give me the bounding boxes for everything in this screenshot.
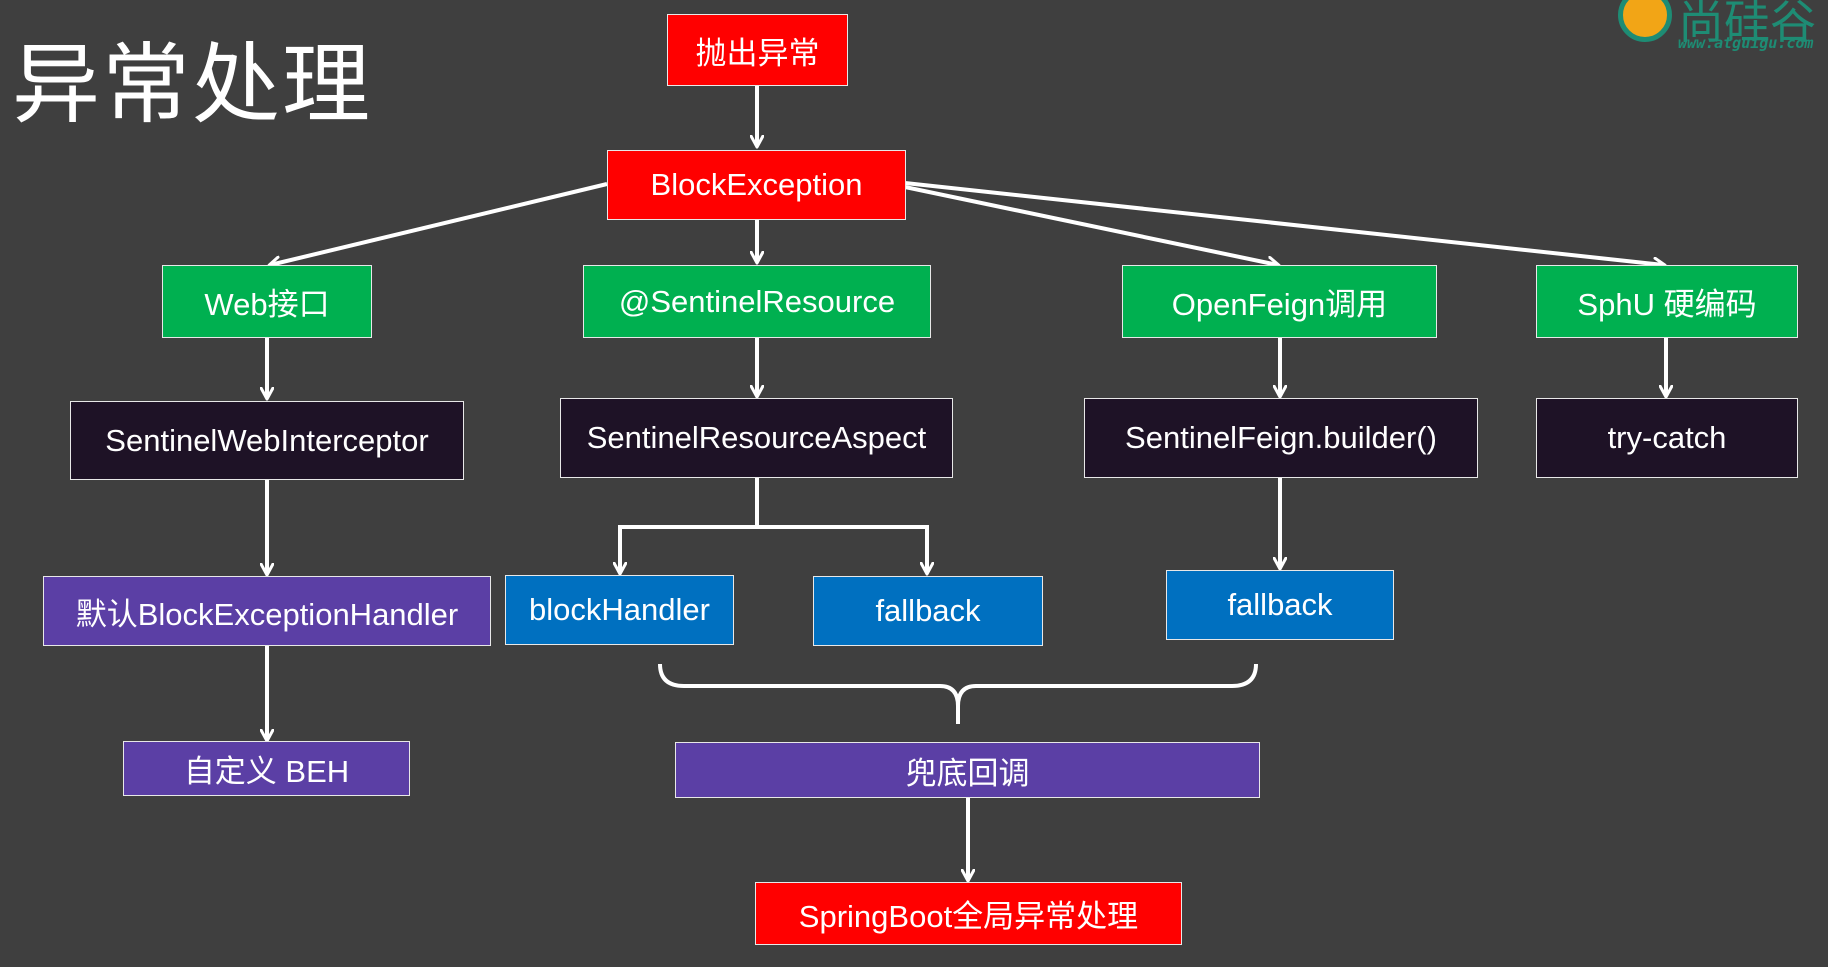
node-sentinel-feign-builder: SentinelFeign.builder()	[1084, 398, 1478, 478]
node-sentinel-web-interceptor: SentinelWebInterceptor	[70, 401, 464, 480]
node-custom-beh: 自定义 BEH	[123, 741, 410, 796]
edge-blockexception-to-openfeign	[904, 185, 1278, 265]
node-sphu-hardcode: SphU 硬编码	[1536, 265, 1798, 338]
node-sentinel-resource-aspect: SentinelResourceAspect	[560, 398, 953, 478]
logo-icon	[1618, 0, 1672, 42]
edge-blockexception-to-web	[270, 182, 608, 265]
page-title: 异常处理	[12, 33, 373, 136]
node-fallback-feign: fallback	[1166, 570, 1394, 640]
logo-url: www.atguigu.com	[1678, 34, 1814, 52]
brand-logo: 尚硅谷 www.atguigu.com	[1618, 0, 1828, 60]
brace-fallback-group	[658, 663, 1258, 724]
node-default-blockexception-handler: 默认BlockExceptionHandler	[43, 576, 491, 646]
edge-aspect-to-blockhandler	[620, 476, 759, 573]
node-fallback-callback: 兜底回调	[675, 742, 1260, 798]
node-fallback-aspect: fallback	[813, 576, 1043, 646]
node-block-exception: BlockException	[607, 150, 906, 220]
node-throw-exception: 抛出异常	[667, 14, 848, 86]
node-web-interface: Web接口	[162, 265, 372, 338]
node-block-handler: blockHandler	[505, 575, 734, 645]
node-openfeign-call: OpenFeign调用	[1122, 265, 1437, 338]
logo-text: 尚硅谷	[1678, 0, 1816, 49]
node-springboot-global-handler: SpringBoot全局异常处理	[755, 882, 1182, 945]
edge-aspect-to-fallback	[757, 525, 927, 573]
node-sentinel-resource: @SentinelResource	[583, 265, 931, 338]
edge-blockexception-to-sphu	[904, 181, 1664, 265]
node-try-catch: try-catch	[1536, 398, 1798, 478]
